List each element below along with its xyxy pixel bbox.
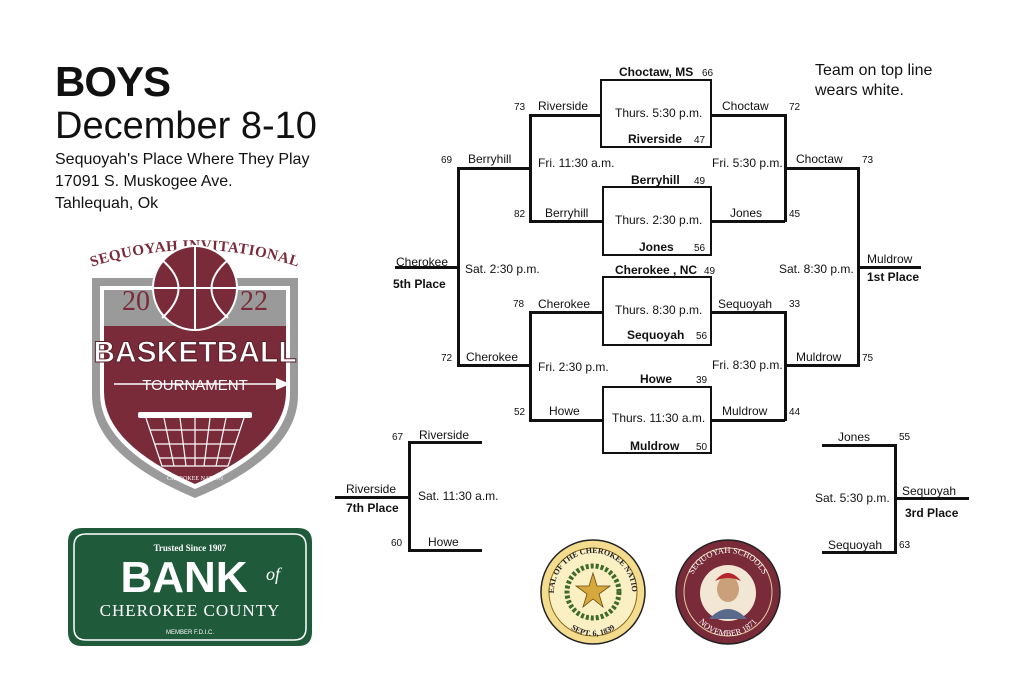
team-score: 47 — [694, 135, 706, 146]
team-score: 60 — [391, 538, 403, 549]
winner-name: Sequoyah — [902, 484, 957, 498]
page-title: BOYS — [55, 58, 171, 105]
game-time: Thurs. 8:30 p.m. — [615, 303, 703, 317]
place-label: 3rd Place — [905, 506, 959, 520]
team-score: 67 — [392, 432, 404, 443]
team-name: Sequoyah — [718, 297, 773, 311]
team-score: 66 — [702, 68, 714, 79]
team-score: 63 — [899, 540, 911, 551]
team-name: Jones — [639, 240, 674, 254]
team-name: Berryhill — [631, 173, 680, 187]
game-time: Thurs. 2:30 p.m. — [615, 213, 703, 227]
winner-name: Cherokee — [396, 255, 449, 269]
bank-tagline: Trusted Since 1907 — [154, 543, 227, 553]
game-time: Thurs. 11:30 a.m. — [612, 411, 706, 425]
team-name: Jones — [838, 430, 871, 444]
team-name: Cherokee — [466, 350, 519, 364]
game-box — [600, 79, 712, 148]
jersey-note: Team on top line wears white. — [815, 62, 933, 99]
team-name: Choctaw — [722, 99, 769, 113]
venue-line: Sequoyah's Place Where They Play — [55, 151, 310, 168]
team-score: 49 — [704, 266, 716, 277]
bank-name: BANK — [120, 553, 247, 602]
team-name: Howe — [640, 372, 673, 386]
place-label: 5th Place — [393, 277, 446, 291]
logo-sub-word: TOURNAMENT — [142, 377, 248, 394]
team-name: Choctaw — [796, 152, 843, 166]
logo-footer: CHEROKEE NATION — [167, 476, 223, 482]
bank-logo: Trusted Since 1907 BANK of CHEROKEE COUN… — [68, 528, 312, 646]
event-dates: December 8-10 — [55, 105, 317, 147]
team-name: Muldrow — [796, 350, 842, 364]
portrait-icon — [717, 576, 739, 602]
venue-line: Tahlequah, Ok — [55, 195, 159, 212]
team-name: Cherokee , NC — [615, 263, 698, 277]
game-time: Sat. 2:30 p.m. — [465, 262, 540, 276]
team-name: Berryhill — [545, 206, 589, 220]
team-score: 39 — [696, 375, 708, 386]
team-name: Muldrow — [630, 439, 680, 453]
team-score: 78 — [513, 299, 525, 310]
team-score: 52 — [514, 407, 526, 418]
cherokee-nation-seal: SEAL OF THE CHEROKEE NATION SEPT. 6, 183… — [538, 537, 646, 645]
team-name: Riverside — [538, 99, 589, 113]
bank-of: of — [266, 564, 283, 584]
team-name: Cherokee — [538, 297, 591, 311]
team-score: 50 — [696, 442, 708, 453]
game-box — [602, 386, 712, 454]
sequoyah-schools-seal: SEQUOYAH SCHOOLS NOVEMBER 1871 — [675, 539, 781, 645]
team-score: 56 — [694, 243, 706, 254]
logo-year-right: 22 — [240, 286, 268, 317]
team-score: 73 — [862, 155, 874, 166]
game-time: Fri. 2:30 p.m. — [538, 360, 609, 374]
game-time: Sat. 5:30 p.m. — [815, 491, 890, 505]
team-score: 82 — [514, 209, 526, 220]
team-name: Jones — [730, 206, 763, 220]
game-box — [602, 186, 712, 256]
bank-member: MEMBER F.D.I.C. — [166, 630, 214, 636]
game-time: Sat. 11:30 a.m. — [418, 489, 499, 503]
team-score: 45 — [789, 209, 801, 220]
team-score: 33 — [789, 299, 801, 310]
logo-year-left: 20 — [122, 286, 150, 317]
team-name: Sequoyah — [627, 328, 685, 342]
team-name: Riverside — [419, 428, 470, 442]
logo-main-word: BASKETBALL — [93, 336, 296, 369]
game-box — [602, 276, 712, 346]
tournament-logo: SEQUOYAH INVITATIONAL 20 22 BASKETBALL T… — [88, 238, 301, 498]
team-name: Howe — [549, 404, 580, 418]
team-name: Choctaw, MS — [619, 65, 694, 79]
team-score: 49 — [694, 176, 706, 187]
team-name: Muldrow — [722, 404, 768, 418]
team-score: 75 — [862, 353, 874, 364]
game-time: Fri. 11:30 a.m. — [538, 156, 615, 170]
game-time: Fri. 8:30 p.m. — [712, 358, 783, 372]
team-score: 69 — [441, 155, 453, 166]
venue-line: 17091 S. Muskogee Ave. — [55, 173, 233, 190]
team-name: Berryhill — [468, 152, 512, 166]
team-score: 72 — [789, 102, 801, 113]
game-time: Sat. 8:30 p.m. — [779, 262, 854, 276]
place-label: 7th Place — [346, 501, 399, 515]
place-label: 1st Place — [867, 270, 920, 284]
bank-county: CHEROKEE COUNTY — [100, 601, 281, 620]
star-icon — [574, 571, 612, 609]
winner-name: Muldrow — [867, 252, 913, 266]
game-time: Thurs. 5:30 p.m. — [615, 106, 703, 120]
team-score: 56 — [696, 331, 708, 342]
team-score: 73 — [514, 102, 526, 113]
winner-name: Riverside — [346, 482, 397, 496]
team-score: 72 — [441, 353, 453, 364]
team-score: 44 — [789, 407, 801, 418]
team-name: Riverside — [628, 132, 683, 146]
team-score: 55 — [899, 432, 911, 443]
team-name: Howe — [428, 535, 459, 549]
team-name: Sequoyah — [828, 538, 883, 552]
game-time: Fri. 5:30 p.m. — [712, 156, 783, 170]
